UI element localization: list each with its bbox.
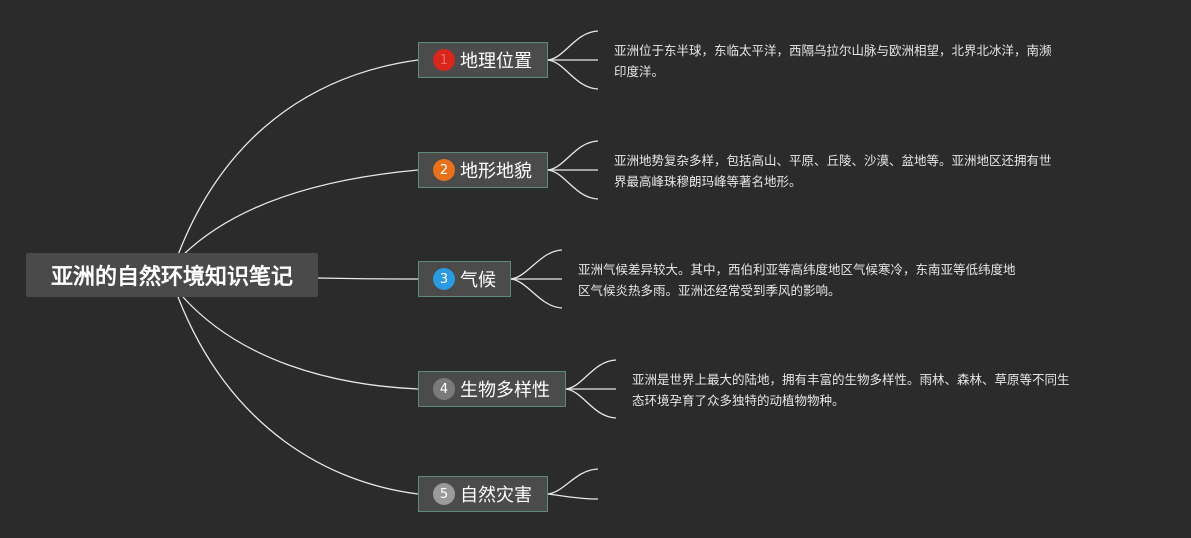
- fork-branch-2-c: [547, 169, 599, 200]
- connector-root-branch-3: [317, 277, 419, 280]
- note-line: 界最高峰珠穆朗玛峰等著名地形。: [614, 174, 802, 189]
- branch-topic-location[interactable]: 1 地理位置: [418, 42, 548, 78]
- connector-root-branch-2: [182, 169, 419, 256]
- connector-root-branch-4: [182, 296, 419, 390]
- fork-branch-3-c: [510, 278, 563, 309]
- branch-topic-label: 地形地貌: [460, 161, 532, 182]
- fork-branch-3-a: [510, 249, 563, 280]
- branch-topic-biodiversity[interactable]: 4 生物多样性: [418, 371, 566, 407]
- number-badge-icon: 1: [433, 49, 455, 71]
- branch-topic-label: 气候: [460, 270, 496, 291]
- branch-topic-climate[interactable]: 3 气候: [418, 261, 511, 297]
- number-badge-icon: 5: [433, 483, 455, 505]
- note-line: 区气候炎热多雨。亚洲还经常受到季风的影响。: [578, 283, 841, 298]
- note-line: 亚洲是世界上最大的陆地，拥有丰富的生物多样性。雨林、森林、草原等不同生: [632, 372, 1070, 387]
- note-climate: 亚洲气候差异较大。其中，西伯利亚等高纬度地区气候寒冷，东南亚等低纬度地 区气候炎…: [578, 259, 1078, 301]
- note-line: 亚洲气候差异较大。其中，西伯利亚等高纬度地区气候寒冷，东南亚等低纬度地: [578, 262, 1016, 277]
- number-badge-icon: 4: [433, 378, 455, 400]
- branch-topic-label: 自然灾害: [460, 485, 532, 506]
- note-location: 亚洲位于东半球，东临太平洋，西隔乌拉尔山脉与欧洲相望，北界北冰洋，南濒 印度洋。: [614, 40, 1114, 82]
- fork-branch-1-a: [547, 30, 599, 61]
- note-biodiversity: 亚洲是世界上最大的陆地，拥有丰富的生物多样性。雨林、森林、草原等不同生 态环境孕…: [632, 369, 1142, 411]
- branch-topic-terrain[interactable]: 2 地形地貌: [418, 152, 548, 188]
- note-line: 态环境孕育了众多独特的动植物物种。: [632, 393, 845, 408]
- branch-topic-label: 生物多样性: [460, 380, 550, 401]
- branch-topic-label: 地理位置: [460, 51, 532, 72]
- branch-topic-disasters[interactable]: 5 自然灾害: [418, 476, 548, 512]
- connector-root-branch-1: [177, 59, 419, 256]
- fork-branch-4-a: [565, 359, 617, 390]
- note-terrain: 亚洲地势复杂多样，包括高山、平原、丘陵、沙漠、盆地等。亚洲地区还拥有世 界最高峰…: [614, 150, 1114, 192]
- number-badge-icon: 3: [433, 268, 455, 290]
- connector-root-branch-5: [177, 296, 419, 495]
- note-line: 亚洲地势复杂多样，包括高山、平原、丘陵、沙漠、盆地等。亚洲地区还拥有世: [614, 153, 1052, 168]
- fork-branch-1-c: [547, 59, 599, 90]
- note-line: 印度洋。: [614, 64, 665, 79]
- number-badge-icon: 2: [433, 159, 455, 181]
- fork-branch-2-a: [547, 140, 599, 171]
- fork-branch-4-c: [565, 388, 617, 419]
- note-line: 亚洲位于东半球，东临太平洋，西隔乌拉尔山脉与欧洲相望，北界北冰洋，南濒: [614, 43, 1052, 58]
- root-topic-title: 亚洲的自然环境知识笔记: [50, 265, 293, 290]
- fork-branch-5-a: [547, 468, 599, 495]
- fork-branch-5-b: [547, 493, 599, 500]
- root-topic[interactable]: 亚洲的自然环境知识笔记: [26, 253, 318, 297]
